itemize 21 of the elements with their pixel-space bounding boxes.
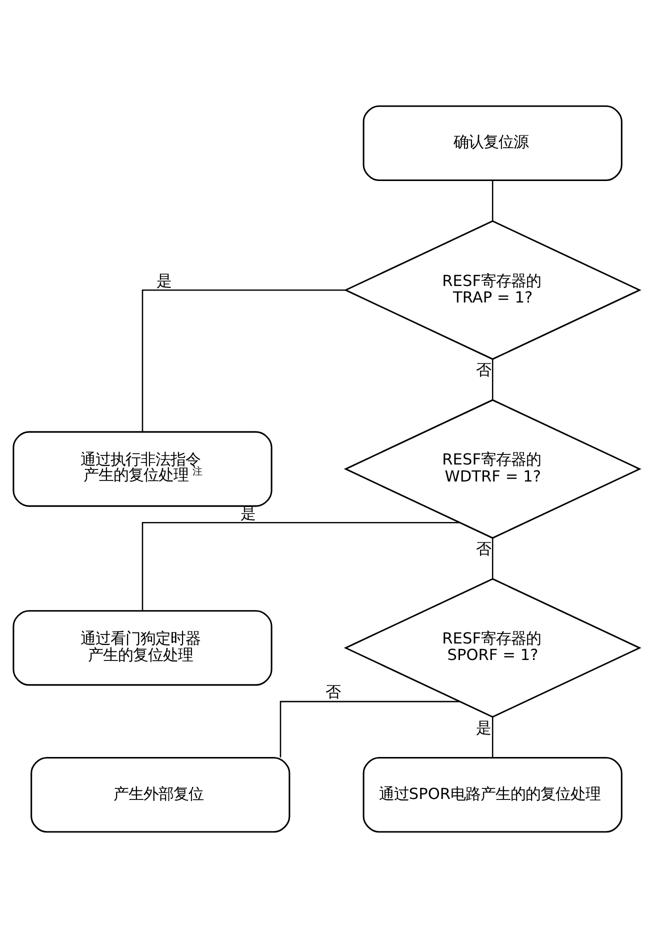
node-box: 通过看门狗定时器产生的复位处理 <box>12 610 272 686</box>
connector <box>142 288 346 432</box>
node-diamond: RESF寄存器的 WDTRF = 1? <box>344 398 642 538</box>
edge-label: 否 <box>476 360 491 379</box>
node-box: 通过执行非法指令产生的复位处理$^{注}$ <box>12 430 272 506</box>
connector <box>492 180 494 220</box>
edge-label: 是 <box>476 718 491 736</box>
node-box: 产生外部复位 <box>30 756 290 832</box>
edge-label: 是 <box>156 271 172 290</box>
node-diamond: RESF寄存器的 SPORF = 1? <box>344 578 642 718</box>
connector <box>492 716 494 758</box>
connector <box>492 538 494 578</box>
connector <box>280 700 460 757</box>
edge-label: 否 <box>326 682 341 701</box>
node-box: 通过SPOR电路产生的的复位处理 <box>362 756 622 832</box>
node-box: 确认复位源 <box>362 104 622 180</box>
edge-label: 是 <box>240 504 256 522</box>
edge-label: 否 <box>476 539 491 558</box>
connector <box>492 358 494 399</box>
node-diamond: RESF寄存器的 TRAP = 1? <box>344 220 642 360</box>
connector <box>142 522 460 610</box>
